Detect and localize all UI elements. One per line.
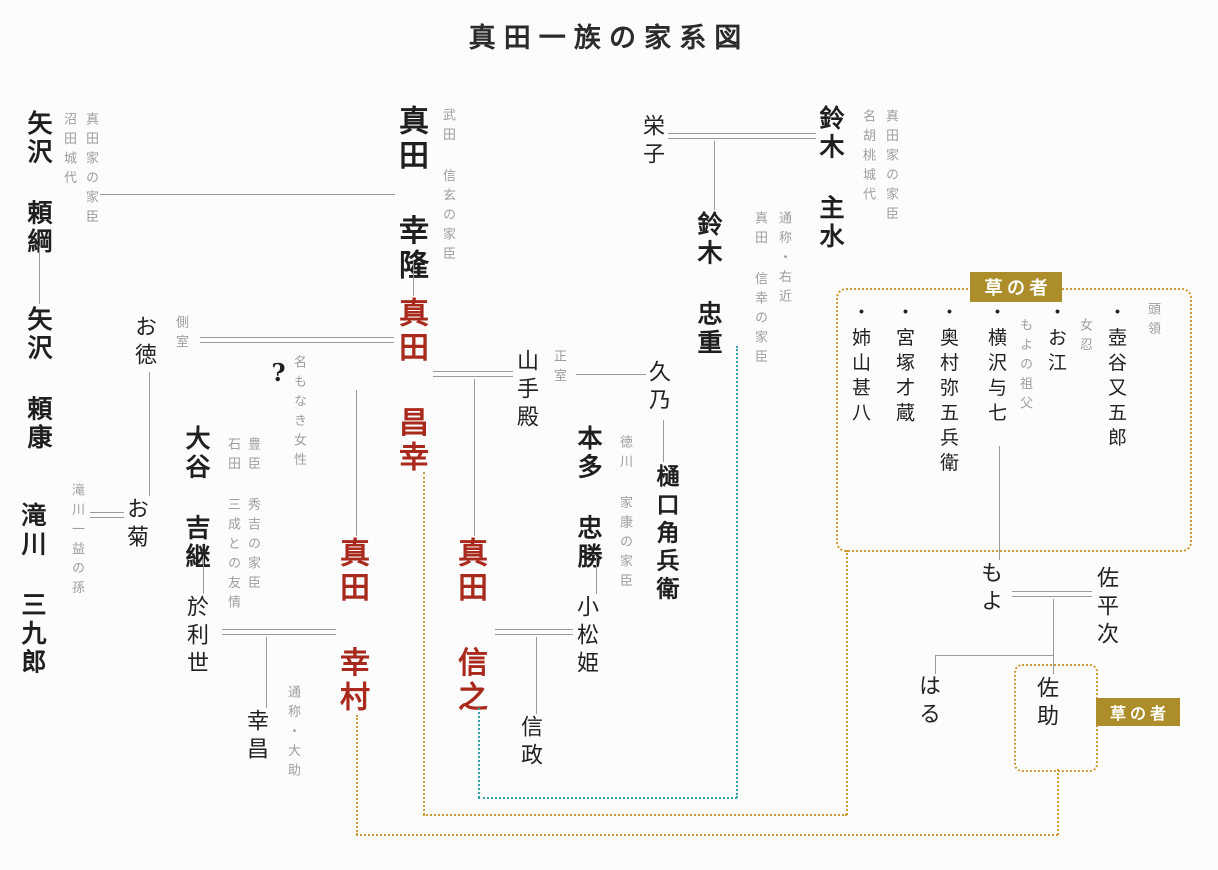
member-okumura-yagobei: ・奥村弥五兵衛 bbox=[937, 302, 959, 478]
line-to-nobumasa bbox=[536, 637, 537, 714]
person-otani-yoshitsugu: 大谷 吉継 bbox=[182, 425, 211, 572]
person-higuchi-kakubei: 樋口角兵衛 bbox=[652, 464, 679, 605]
person-hisano: 久乃 bbox=[645, 360, 670, 417]
marriage-sankuro-okiku bbox=[90, 512, 124, 518]
marriage-nobuyuki-komatsu bbox=[495, 629, 573, 635]
person-moyo: もよ bbox=[977, 561, 1002, 618]
retainer-link-teal-right bbox=[736, 346, 738, 798]
line-honda-komatsu bbox=[596, 556, 597, 594]
line-to-yukimura bbox=[356, 390, 357, 536]
person-suzuki-tadashige: 鈴木 忠重 bbox=[694, 211, 723, 358]
member-okou: ・お江 bbox=[1045, 302, 1067, 378]
person-okiku: お菊 bbox=[123, 497, 148, 554]
person-orise: 於利世 bbox=[183, 595, 208, 680]
note-suzuki-tadashige-role: 真田 信幸の家臣 bbox=[752, 211, 767, 369]
person-nobumasa: 信政 bbox=[517, 715, 542, 772]
label-kusa-sasuke: 草の者 bbox=[1096, 698, 1180, 726]
person-saheiji: 佐平次 bbox=[1093, 566, 1118, 651]
person-yukimasa: 幸昌 bbox=[243, 709, 268, 766]
person-nameless-woman: ? bbox=[264, 358, 293, 387]
marriage-eiko-mondo bbox=[668, 133, 816, 139]
retainer-link-gold-sasuke-up bbox=[1057, 769, 1059, 835]
note-otani-friendship: 石田 三成との友情 bbox=[225, 437, 240, 615]
line-yukitaka-masayuki bbox=[413, 260, 414, 296]
person-sanada-masayuki: 真田 昌幸 bbox=[393, 297, 428, 476]
page-title: 真田一族の家系図 bbox=[468, 23, 750, 54]
note-yazawa-yoritsuna-post: 沼田城代 bbox=[61, 112, 76, 190]
marriage-masayuki-yamanote bbox=[433, 371, 513, 377]
line-to-haru bbox=[935, 655, 936, 674]
note-honda-role: 徳川 家康の家臣 bbox=[617, 435, 632, 593]
person-yamanote-dono: 山手殿 bbox=[513, 349, 538, 434]
label-kusa-group: 草の者 bbox=[970, 272, 1062, 302]
note-yazawa-yoritsuna-role: 真田家の家臣 bbox=[83, 112, 98, 229]
person-eiko: 栄子 bbox=[639, 114, 664, 171]
retainer-link-teal-left bbox=[478, 708, 480, 798]
person-sanada-nobuyuki: 真田 信之 bbox=[452, 537, 487, 716]
line-moyo-children-stem bbox=[1053, 599, 1054, 655]
member-tsuboya-matagoro: ・壺谷又五郎 bbox=[1105, 302, 1127, 453]
person-sasuke: 佐助 bbox=[1033, 676, 1058, 733]
note-sanada-yukitaka: 武田 信玄の家臣 bbox=[440, 108, 455, 266]
note-suzuki-mondo-post: 名胡桃城代 bbox=[860, 109, 875, 207]
note-yamanote-wife: 正室 bbox=[551, 349, 566, 388]
retainer-link-gold-inner-bottom bbox=[423, 814, 847, 816]
line-yamanote-hisano bbox=[576, 374, 646, 375]
person-yazawa-yoriyasu: 矢沢 頼康 bbox=[24, 306, 53, 453]
person-sanada-yukimura: 真田 幸村 bbox=[334, 537, 369, 716]
person-haru: はる bbox=[915, 674, 940, 731]
person-takigawa-sankuro: 滝川 三九郎 bbox=[18, 502, 47, 677]
person-suzuki-mondo: 鈴木 主水 bbox=[816, 105, 845, 252]
line-to-yukimasa bbox=[266, 637, 267, 708]
note-takigawa-sankuro: 滝川一益の孫 bbox=[69, 483, 84, 600]
retainer-link-gold-masayuki-down bbox=[423, 472, 425, 815]
line-yoritsuna-yukitaka bbox=[100, 194, 395, 195]
note-yokosawa-grandfather: もよの祖父 bbox=[1017, 318, 1032, 416]
marriage-otoku-masayuki bbox=[200, 337, 394, 343]
marriage-moyo-saheiji bbox=[1012, 591, 1092, 597]
retainer-link-teal-bottom bbox=[478, 797, 737, 799]
group-box-sasuke bbox=[1014, 664, 1098, 772]
note-otani-role: 豊臣 秀吉の家臣 bbox=[245, 437, 260, 595]
person-sanada-yukitaka: 真田 幸隆 bbox=[393, 105, 428, 284]
member-aneyama-jinpachi: ・姉山甚八 bbox=[849, 302, 871, 428]
note-yukimasa-alias: 通称・大助 bbox=[285, 685, 300, 783]
person-otoku: お徳 bbox=[131, 315, 156, 372]
line-yokosawa-moyo bbox=[999, 446, 1000, 560]
line-to-nobuyuki bbox=[474, 379, 475, 536]
note-suzuki-tadashige-alias: 通称・右近 bbox=[776, 211, 791, 309]
retainer-link-gold-outer-bottom bbox=[356, 834, 1058, 836]
retainer-link-gold-kusabox-up bbox=[846, 550, 848, 815]
group-box-kusa bbox=[836, 288, 1192, 552]
line-to-sasuke bbox=[1053, 655, 1054, 674]
member-miyazuka-saizo: ・宮塚才蔵 bbox=[893, 302, 915, 428]
line-children-bar bbox=[935, 655, 1053, 656]
retainer-link-gold-yukimura-down bbox=[356, 715, 358, 835]
note-nameless-woman: 名もなき女性 bbox=[291, 355, 306, 472]
note-otoku-consort: 側室 bbox=[173, 315, 188, 354]
note-okou-kunoichi: 女忍 bbox=[1077, 318, 1092, 357]
person-komatsuhime: 小松姫 bbox=[573, 595, 598, 680]
person-honda-tadakatsu: 本多 忠勝 bbox=[574, 425, 603, 572]
line-yoritsuna-yoriyasu bbox=[39, 246, 40, 304]
marriage-orise-yukimura bbox=[222, 629, 336, 635]
line-otani-orise bbox=[203, 556, 204, 594]
line-hisano-higuchi bbox=[663, 420, 664, 462]
person-yazawa-yoritsuna: 矢沢 頼綱 bbox=[24, 110, 53, 257]
member-yokosawa-yoshichi: ・横沢与七 bbox=[985, 302, 1007, 428]
note-suzuki-mondo-role: 真田家の家臣 bbox=[883, 109, 898, 226]
line-to-tadashige bbox=[714, 141, 715, 210]
note-tsuboya-leader: 頭領 bbox=[1145, 302, 1160, 341]
line-otoku-okiku bbox=[149, 372, 150, 496]
